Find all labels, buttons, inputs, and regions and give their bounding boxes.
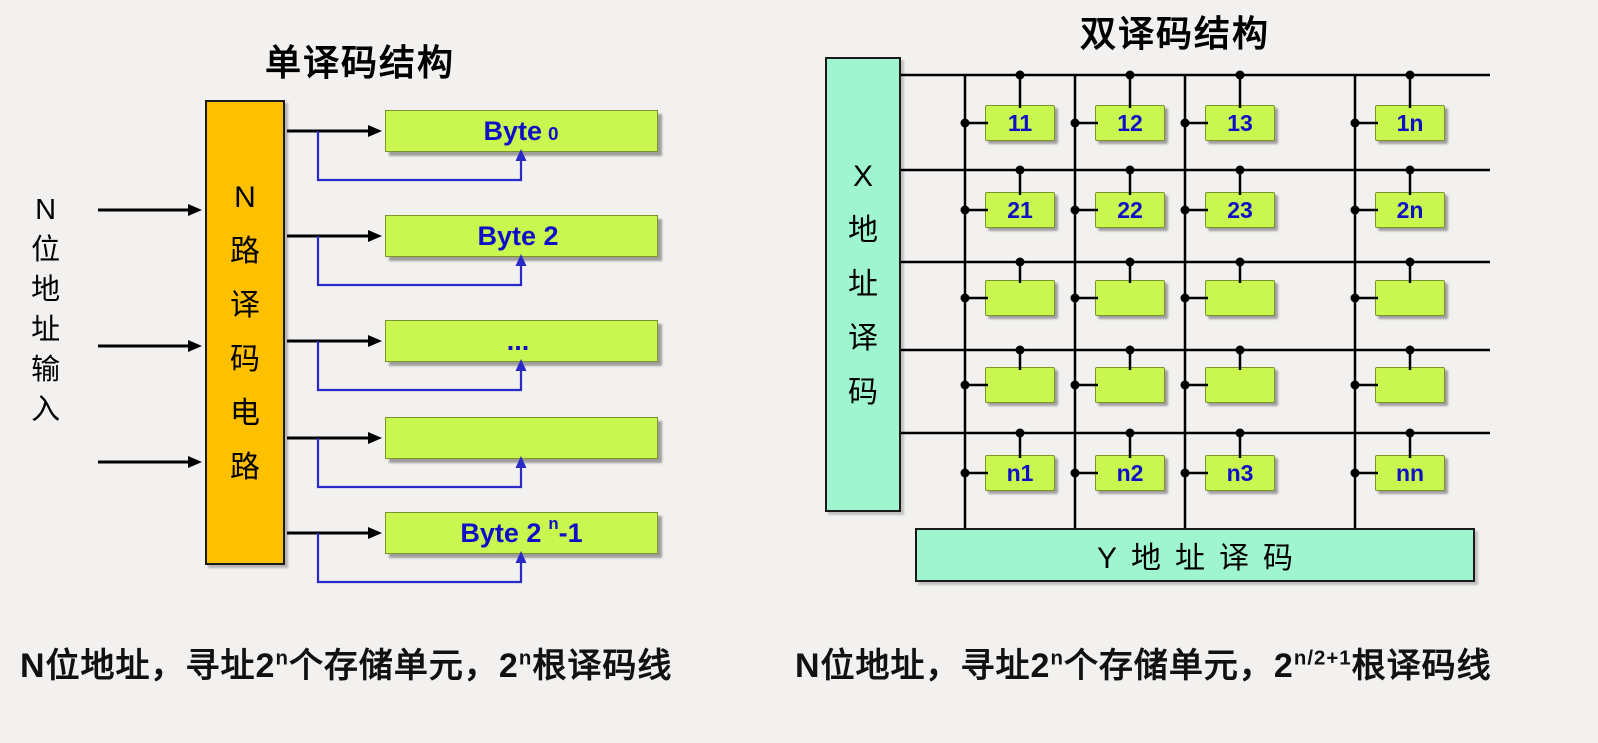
memory-cell: n2 xyxy=(1095,455,1165,491)
y-decoder-label: Y地址译码 xyxy=(1096,542,1307,575)
memory-cell: n1 xyxy=(985,455,1055,491)
byte-box-4 xyxy=(385,417,658,459)
caption-text: N位地址，寻址2 xyxy=(20,647,276,685)
memory-cell: 22 xyxy=(1095,192,1165,228)
caption-sup: n xyxy=(275,647,289,670)
n-way-decoder-label: N路译码电路 xyxy=(229,180,260,484)
caption-text: 个存储单元，2 xyxy=(288,647,519,685)
n-way-decoder-box: N路译码电路 xyxy=(205,100,285,565)
caption-text: 个存储单元，2 xyxy=(1063,647,1294,685)
memory-cell xyxy=(1205,280,1275,316)
memory-cell: 12 xyxy=(1095,105,1165,141)
address-input-label: N位地址输入 xyxy=(31,194,61,427)
memory-cell: 2n xyxy=(1375,192,1445,228)
caption-text: N位地址，寻址2 xyxy=(795,647,1051,685)
memory-cell: n3 xyxy=(1205,455,1275,491)
caption-sup: n xyxy=(1050,647,1064,670)
byte-label-sup: n xyxy=(548,514,559,533)
memory-cell: 13 xyxy=(1205,105,1275,141)
caption-sup: n xyxy=(518,647,533,670)
memory-cell: 23 xyxy=(1205,192,1275,228)
memory-cell xyxy=(1205,367,1275,403)
right-title: 双译码结构 xyxy=(1079,13,1270,54)
byte-label: ... xyxy=(506,325,530,356)
byte-label-post: -1 xyxy=(558,517,583,548)
caption-sup: n/2+1 xyxy=(1293,647,1352,670)
caption-right: N位地址，寻址2n个存储单元，2n/2+1根译码线 xyxy=(795,638,1492,687)
caption-text: 根译码线 xyxy=(1351,647,1492,685)
caption-left: N位地址，寻址2n个存储单元，2n根译码线 xyxy=(20,638,672,687)
byte-label: Byte xyxy=(483,115,542,146)
memory-cell xyxy=(1375,367,1445,403)
memory-cell xyxy=(1375,280,1445,316)
byte-box-5: Byte 2 n-1 xyxy=(385,512,658,554)
memory-cell xyxy=(1095,280,1165,316)
byte-box-2: Byte 2 xyxy=(385,215,658,257)
memory-cell: 1n xyxy=(1375,105,1445,141)
byte-box-1: Byte 0 xyxy=(385,110,658,152)
y-decoder-box: Y地址译码 xyxy=(915,528,1475,582)
byte-label: Byte 2 xyxy=(460,517,542,548)
byte-label-sub: 0 xyxy=(548,124,559,145)
left-title: 单译码结构 xyxy=(264,42,455,83)
byte-label: Byte 2 xyxy=(477,220,559,251)
x-decoder-label: X地址译码 xyxy=(847,159,878,409)
memory-cell: 11 xyxy=(985,105,1055,141)
byte-box-3: ... xyxy=(385,320,658,362)
memory-cell xyxy=(985,280,1055,316)
memory-cell: 21 xyxy=(985,192,1055,228)
memory-cell: nn xyxy=(1375,455,1445,491)
caption-text: 根译码线 xyxy=(532,647,673,685)
x-decoder-box: X地址译码 xyxy=(825,57,901,512)
memory-cell xyxy=(1095,367,1165,403)
memory-cell xyxy=(985,367,1055,403)
